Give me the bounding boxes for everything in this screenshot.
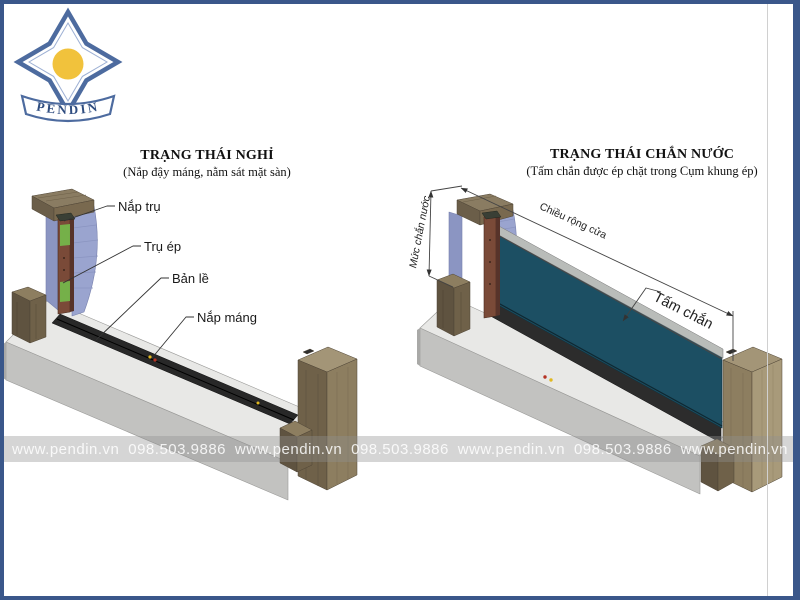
frame-border-top [0,0,800,4]
watermark-text: 098.503.9886 [128,440,227,458]
floor-channel-cover [51,313,299,425]
fastener-dot [256,401,260,405]
floor-beam [3,299,331,501]
logo-banner [20,94,116,123]
right-diagram-title: TRẠNG THÁI CHẮN NƯỚC [549,147,735,162]
left-diagram-title: TRẠNG THÁI NGHỈ [140,148,274,163]
floor-beam [417,297,736,495]
frame-border-left [0,0,4,600]
fastener-dot [148,355,152,359]
watermark-text: 098.503.9886 [351,440,449,458]
watermark-text: www.pendin.vn [680,440,788,458]
logo-brand-text: PENDIN [35,99,100,118]
right-diagram-title-block: TRẠNG THÁI CHẮN NƯỚC (Tấm chắn được ép c… [497,147,787,179]
logo-sun-icon [52,48,84,80]
label-press-post: Trụ ép [144,239,182,254]
label-channel-cover: Nắp máng [197,310,257,325]
press-post [481,210,502,319]
water-level-dim-line [426,190,434,277]
dimension-lines [426,185,734,361]
frame-border-bottom [0,596,800,600]
watermark-text: www.pendin.vn [234,440,343,458]
left-wood-step [11,286,47,344]
door-width-dim-line [460,187,734,317]
right-inner-divider [767,4,768,596]
watermark-band: www.pendin.vn 098.503.9886 www.pendin.vn… [0,436,800,462]
latch-detail [302,348,315,355]
fastener-dot [153,358,157,362]
watermark-text: www.pendin.vn [12,440,120,458]
logo-star-inner-outline [28,22,108,102]
label-hinge: Bản lề [172,271,209,286]
label-post-cap: Nắp trụ [118,199,161,214]
seal-pad [60,281,70,302]
latch-detail [725,348,738,355]
fastener-dot [543,375,547,379]
frame-border-right [793,0,800,600]
watermark-text: www.pendin.vn [457,440,566,458]
fastener-dot [549,378,553,382]
pendin-logo: PENDIN [13,7,123,123]
wall-wood-cap [31,188,95,222]
left-diagram-title-block: TRẠNG THÁI NGHỈ (Nắp đậy máng, nằm sát m… [77,148,337,180]
right-diagram-subtitle: (Tấm chắn được ép chặt trong Cụm khung é… [526,164,758,178]
left-diagram-subtitle: (Nắp đậy máng, nằm sát mặt sàn) [123,165,291,179]
watermark-text: 098.503.9886 [573,440,672,458]
press-post [55,212,76,315]
logo-brand-textpath: PENDIN [35,99,98,118]
panel-leader-line [622,287,662,322]
leader-lines [62,205,194,359]
seal-pad [60,224,70,246]
left-wood-step [436,273,471,337]
wall-section [45,205,99,317]
right-wood-pillar [279,346,358,491]
left-diagram-resting-state [3,188,358,501]
